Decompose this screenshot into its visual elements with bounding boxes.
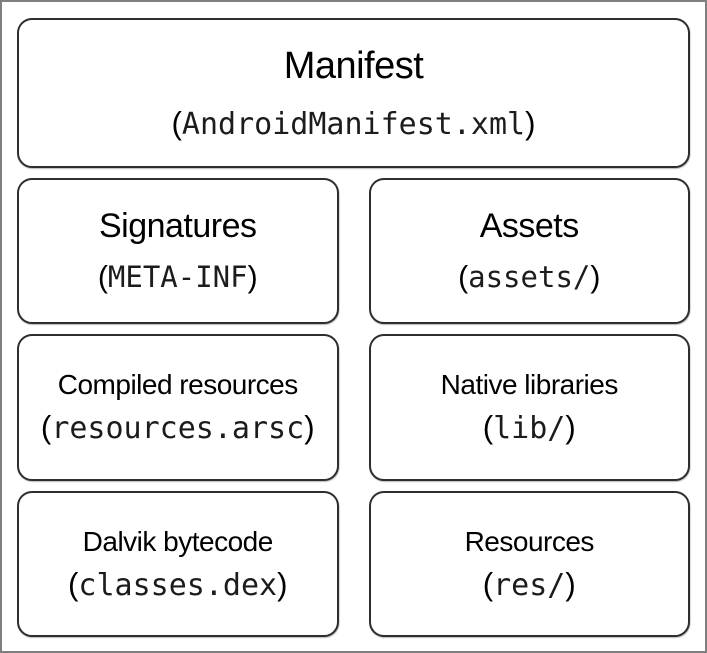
- paren-close: ): [304, 410, 315, 446]
- box-path-code: lib/: [493, 411, 566, 447]
- box-path: (classes.dex): [68, 566, 288, 603]
- box-path-code: res/: [493, 567, 566, 603]
- box-dalvik-bytecode: Dalvik bytecode (classes.dex): [17, 490, 339, 637]
- paren-close: ): [565, 566, 576, 602]
- paren-open: (: [482, 566, 494, 602]
- paren-open: (: [68, 566, 79, 602]
- box-path: (AndroidManifest.xml): [171, 105, 536, 142]
- box-title: Resources: [464, 525, 595, 557]
- box-path: (META-INF): [98, 261, 258, 295]
- paren-close: ): [247, 261, 258, 295]
- paren-close: ): [565, 410, 576, 446]
- box-title: Signatures: [98, 207, 257, 246]
- paren-open: (: [482, 410, 494, 446]
- box-title: Compiled resources: [57, 369, 299, 401]
- paren-open: (: [458, 261, 469, 295]
- box-path: (lib/): [482, 410, 576, 447]
- box-path-code: classes.dex: [78, 567, 278, 603]
- paren-close: ): [277, 566, 288, 602]
- paren-open: (: [97, 261, 108, 295]
- box-compiled-resources: Compiled resources (resources.arsc): [17, 334, 339, 481]
- box-path-code: META-INF: [107, 260, 248, 295]
- box-signatures: Signatures (META-INF): [17, 178, 339, 325]
- box-path-code: AndroidManifest.xml: [181, 106, 526, 142]
- diagram-board: Manifest (AndroidManifest.xml) Signature…: [17, 18, 690, 637]
- box-path: (resources.arsc): [40, 410, 315, 447]
- paren-open: (: [40, 410, 52, 446]
- box-assets: Assets (assets/): [368, 178, 690, 325]
- box-path-code: resources.arsc: [51, 411, 305, 447]
- box-title: Assets: [479, 207, 580, 246]
- paren-close: ): [525, 105, 536, 141]
- box-title: Native libraries: [440, 369, 619, 401]
- box-title: Dalvik bytecode: [82, 525, 274, 557]
- paren-open: (: [171, 105, 182, 141]
- box-title: Manifest: [283, 45, 424, 87]
- box-path: (res/): [482, 566, 576, 603]
- box-manifest: Manifest (AndroidManifest.xml): [17, 18, 690, 168]
- box-path-code: assets/: [468, 260, 591, 295]
- paren-close: ): [590, 261, 601, 295]
- box-resources: Resources (res/): [368, 490, 690, 637]
- box-path: (assets/): [458, 261, 600, 295]
- box-native-libraries: Native libraries (lib/): [368, 334, 690, 481]
